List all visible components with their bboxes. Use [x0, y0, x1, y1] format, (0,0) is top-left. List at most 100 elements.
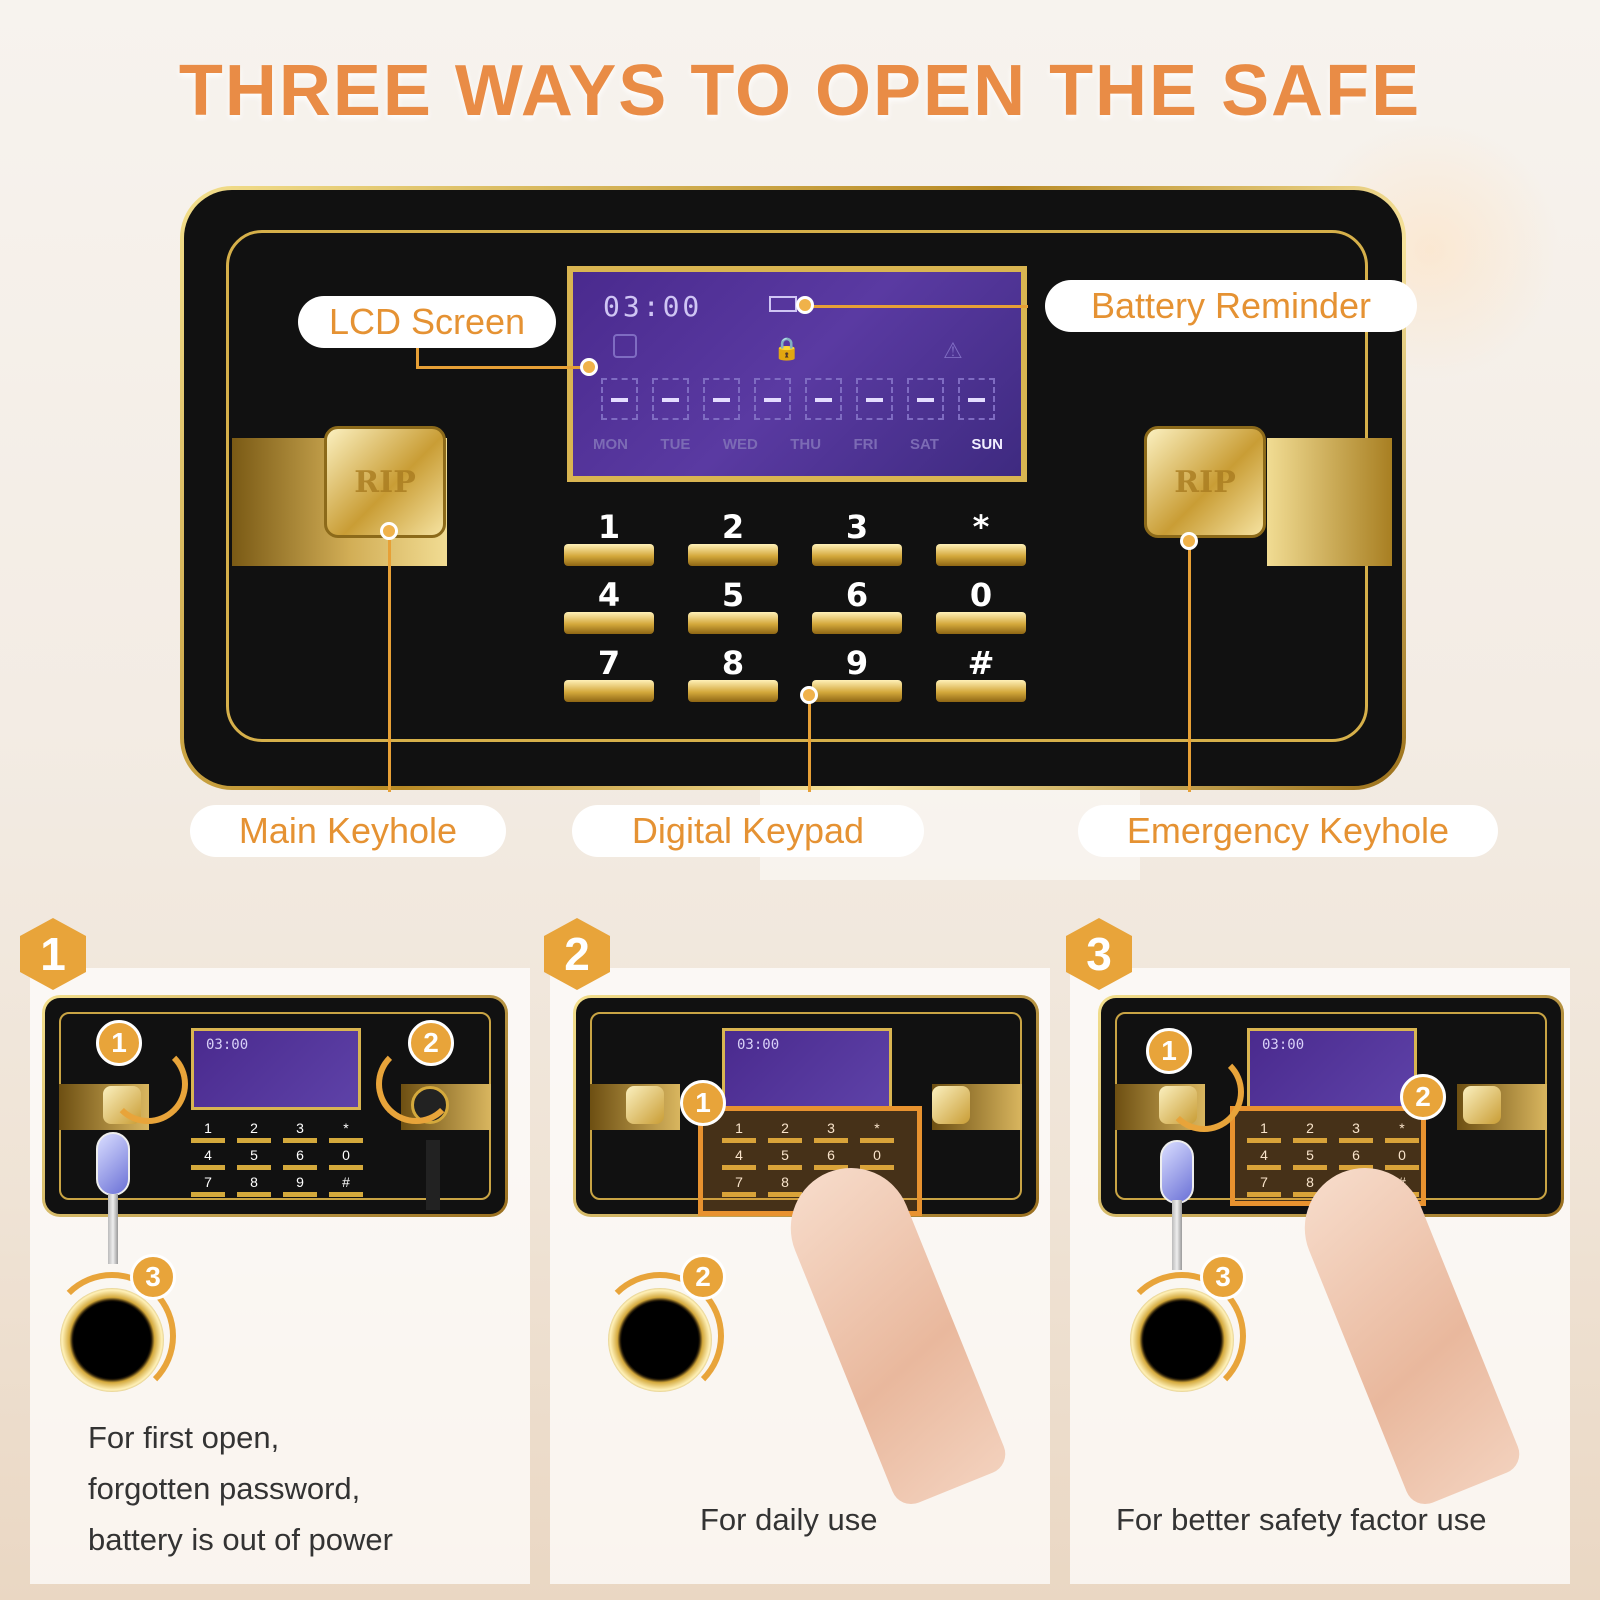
- key-icon: [1172, 1200, 1182, 1270]
- fingerprint-icon: [613, 334, 637, 358]
- mini-key[interactable]: *: [1385, 1120, 1419, 1143]
- step-number-badge: 2: [544, 918, 610, 990]
- step-caption: For better safety factor use: [1116, 1502, 1487, 1537]
- callout-line: [416, 366, 588, 369]
- lcd-day: THU: [790, 436, 822, 453]
- mini-key[interactable]: 4: [191, 1147, 225, 1170]
- step-number-badge: 1: [20, 918, 86, 990]
- mini-key[interactable]: 2: [1293, 1120, 1327, 1143]
- lcd-day: MON: [593, 436, 628, 453]
- key-icon: [108, 1194, 118, 1264]
- main-keyhole-cover[interactable]: RIP: [324, 426, 446, 538]
- mini-key[interactable]: 6: [283, 1147, 317, 1170]
- rotate-arrow-icon: [108, 1044, 188, 1124]
- rotate-arrow-icon: [48, 1272, 176, 1400]
- rotate-arrow-icon: [1118, 1272, 1246, 1400]
- callout-line: [808, 694, 811, 792]
- battery-icon: [769, 296, 801, 312]
- mini-key[interactable]: *: [860, 1120, 894, 1143]
- keypad-key-hash[interactable]: #: [936, 644, 1026, 702]
- mini-key[interactable]: 5: [768, 1147, 802, 1170]
- main-keyhole[interactable]: [626, 1086, 664, 1124]
- mini-key[interactable]: 8: [1293, 1174, 1327, 1197]
- sub-step-badge: 3: [1200, 1254, 1246, 1300]
- mini-key[interactable]: 6: [814, 1147, 848, 1170]
- mini-key[interactable]: 4: [722, 1147, 756, 1170]
- keypad-key-8[interactable]: 8: [688, 644, 778, 702]
- keypad-key-1[interactable]: 1: [564, 508, 654, 566]
- lcd-digit: [652, 378, 689, 420]
- keypad-key-7[interactable]: 7: [564, 644, 654, 702]
- callout-line: [1188, 540, 1191, 792]
- keypad-key-4[interactable]: 4: [564, 576, 654, 634]
- mini-key[interactable]: 5: [237, 1147, 271, 1170]
- warning-icon: ⚠: [943, 338, 963, 363]
- lcd-day: TUE: [660, 436, 691, 453]
- callout-battery-reminder: Battery Reminder: [1045, 280, 1417, 332]
- mini-key[interactable]: 0: [329, 1147, 363, 1170]
- mini-key[interactable]: 9: [283, 1174, 317, 1197]
- callout-dot: [380, 522, 398, 540]
- step-number-badge: 3: [1066, 918, 1132, 990]
- mini-key[interactable]: *: [329, 1120, 363, 1143]
- keypad-key-9[interactable]: 9: [812, 644, 902, 702]
- keypad-key-star[interactable]: *: [936, 508, 1026, 566]
- mini-key[interactable]: 5: [1293, 1147, 1327, 1170]
- lcd-digit: [907, 378, 944, 420]
- keypad-key-5[interactable]: 5: [688, 576, 778, 634]
- emergency-keyhole-cover[interactable]: RIP: [1144, 426, 1266, 538]
- keypad-key-6[interactable]: 6: [812, 576, 902, 634]
- sub-step-badge: 1: [680, 1080, 726, 1126]
- mini-key[interactable]: 0: [860, 1147, 894, 1170]
- lcd-digit: [754, 378, 791, 420]
- sub-step-badge: 1: [1146, 1028, 1192, 1074]
- sub-step-badge: 2: [408, 1020, 454, 1066]
- lcd-day: WED: [722, 436, 758, 453]
- keyhole-emboss-text: RIP: [354, 464, 416, 500]
- mini-key[interactable]: 1: [1247, 1120, 1281, 1143]
- lcd-time: 03:00: [603, 290, 703, 323]
- keypad-key-3[interactable]: 3: [812, 508, 902, 566]
- mini-key[interactable]: 1: [722, 1120, 756, 1143]
- mini-key[interactable]: 2: [237, 1120, 271, 1143]
- callout-dot: [1180, 532, 1198, 550]
- keypad-key-0[interactable]: 0: [936, 576, 1026, 634]
- sub-step-badge: 2: [1400, 1074, 1446, 1120]
- callout-digital-keypad: Digital Keypad: [572, 805, 924, 857]
- step-caption: For first open, forgotten password, batt…: [88, 1420, 393, 1557]
- mini-key[interactable]: 7: [1247, 1174, 1281, 1197]
- lcd-day: FRI: [853, 436, 878, 453]
- safe-control-panel: RIP RIP 03:00 🔒 ⚠: [180, 186, 1406, 790]
- mini-key[interactable]: #: [329, 1174, 363, 1197]
- key-fob-icon: [1160, 1140, 1194, 1204]
- callout-dot: [796, 296, 814, 314]
- mini-key[interactable]: 0: [1385, 1147, 1419, 1170]
- gold-band-right: [1267, 438, 1392, 566]
- keypad-key-2[interactable]: 2: [688, 508, 778, 566]
- rotate-arrow-icon: [596, 1272, 724, 1400]
- mini-key[interactable]: 7: [191, 1174, 225, 1197]
- lcd-digit: [601, 378, 638, 420]
- step-caption: For daily use: [700, 1502, 878, 1537]
- mini-key[interactable]: 3: [283, 1120, 317, 1143]
- key-icon: [426, 1140, 440, 1210]
- mini-key[interactable]: 4: [1247, 1147, 1281, 1170]
- page-title: THREE WAYS TO OPEN THE SAFE: [178, 51, 1422, 131]
- mini-key[interactable]: 2: [768, 1120, 802, 1143]
- callout-line: [810, 305, 1028, 308]
- mini-key[interactable]: 7: [722, 1174, 756, 1197]
- mini-key[interactable]: 1: [191, 1120, 225, 1143]
- emergency-keyhole[interactable]: [1463, 1086, 1501, 1124]
- rotate-arrow-icon: [376, 1044, 456, 1124]
- mini-key[interactable]: 8: [237, 1174, 271, 1197]
- mini-key[interactable]: 3: [814, 1120, 848, 1143]
- mini-key[interactable]: 3: [1339, 1120, 1373, 1143]
- emergency-keyhole[interactable]: [932, 1086, 970, 1124]
- sub-step-badge: 1: [96, 1020, 142, 1066]
- keyhole-emboss-text: RIP: [1174, 464, 1236, 500]
- lcd-digit: [958, 378, 995, 420]
- lcd-day: SAT: [910, 436, 939, 453]
- mini-key[interactable]: 8: [768, 1174, 802, 1197]
- digital-keypad: 1 2 3 * 4 5 6 0 7 8 9 #: [564, 508, 1026, 702]
- mini-lcd: 03:00: [722, 1028, 892, 1110]
